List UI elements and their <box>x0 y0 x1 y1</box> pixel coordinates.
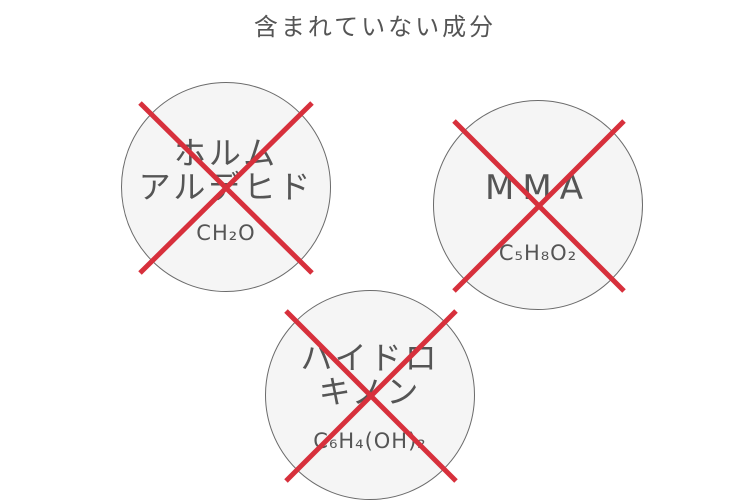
ingredient-name-line: アルデヒド <box>138 168 314 206</box>
ingredient-badge-mma: MMA C₅H₈O₂ <box>433 100 643 310</box>
ingredient-name-line: MMA <box>485 168 591 208</box>
ingredient-name: ホルム アルデヒド <box>122 136 330 204</box>
ingredient-name-line: ハイドロ <box>300 339 440 377</box>
ingredient-formula: C₅H₈O₂ <box>498 241 578 265</box>
ingredient-name-line: キノン <box>318 373 422 411</box>
ingredient-badge-hydroquinone: ハイドロ キノン C₆H₄(OH)₂ <box>265 290 475 500</box>
ingredient-formula: CH₂O <box>196 221 256 245</box>
ingredient-name: MMA <box>434 171 642 205</box>
ingredient-badge-formaldehyde: ホルム アルデヒド CH₂O <box>121 82 331 292</box>
page-title: 含まれていない成分 <box>253 13 497 41</box>
ingredient-formula: C₆H₄(OH)₂ <box>313 429 427 453</box>
ingredient-name: ハイドロ キノン <box>266 341 474 409</box>
ingredient-name-line: ホルム <box>173 134 279 172</box>
